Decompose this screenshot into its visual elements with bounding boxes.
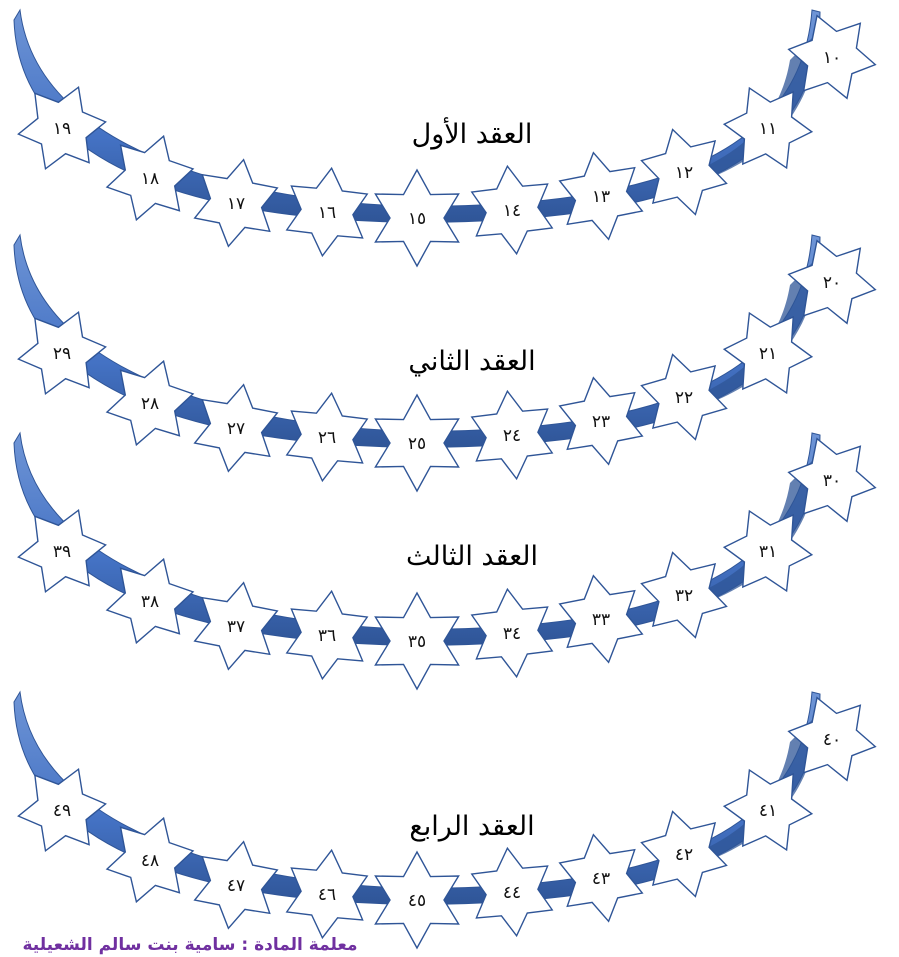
star-number-label: ٣٧ — [227, 617, 245, 637]
number-star: ٣٦ — [287, 591, 367, 679]
number-star: ٣٤ — [472, 589, 552, 677]
star-number-label: ٤٧ — [227, 876, 245, 896]
star-number-label: ١٢ — [675, 163, 693, 183]
number-star: ١٢ — [642, 130, 727, 215]
star-number-label: ٣١ — [759, 542, 777, 562]
star-number-label: ٢٣ — [592, 412, 610, 432]
star-number-label: ٤٥ — [408, 891, 426, 911]
star-number-label: ١٩ — [53, 119, 71, 139]
star-number-label: ١٠ — [823, 48, 841, 68]
star-number-label: ٢٠ — [823, 273, 841, 293]
number-star: ٤٣ — [560, 835, 643, 922]
star-number-label: ٤٨ — [141, 851, 159, 871]
number-star: ٣٢ — [642, 553, 727, 638]
star-number-label: ٤١ — [759, 801, 777, 821]
star-number-label: ٢١ — [759, 344, 777, 364]
star-number-label: ١١ — [759, 119, 777, 139]
number-star: ١٩ — [18, 87, 105, 169]
number-star: ٢٤ — [472, 391, 552, 479]
number-star: ١٣ — [560, 153, 643, 240]
decade-group-3: ٣٠ ٣١ ٣٢ ٣٣ ٣٤ ٣٥ ٣٦ ٣٧ ٣٨ ٣٩ العقد الثالث — [14, 433, 875, 689]
star-number-label: ١٦ — [318, 203, 336, 223]
star-number-label: ٢٨ — [141, 394, 159, 414]
star-number-label: ٣٥ — [408, 632, 426, 652]
number-star: ٤٦ — [287, 850, 367, 938]
star-number-label: ٤٦ — [318, 885, 336, 905]
star-number-label: ١٥ — [408, 209, 426, 229]
star-number-label: ٣٢ — [675, 586, 693, 606]
number-star: ٤٩ — [18, 769, 105, 851]
star-number-label: ٣٠ — [823, 471, 841, 491]
number-star: ٤٢ — [642, 812, 727, 897]
number-star: ٤٤ — [472, 848, 552, 936]
number-star: ١٧ — [195, 160, 278, 247]
star-number-label: ٤٩ — [53, 801, 71, 821]
number-star: ٣٧ — [195, 583, 278, 670]
star-number-label: ٣٤ — [503, 624, 521, 644]
star-number-label: ٢٢ — [675, 388, 693, 408]
footer-credit: معلمة المادة : سامية بنت سالم الشعيلية — [22, 935, 357, 955]
number-star: ٢٦ — [287, 393, 367, 481]
star-number-label: ٣٣ — [592, 610, 610, 630]
star-number-label: ٤٤ — [503, 883, 521, 903]
decade-label: العقد الرابع — [409, 811, 534, 842]
number-star: ١٤ — [472, 166, 552, 254]
decade-label: العقد الثالث — [406, 541, 538, 572]
decade-label: العقد الأول — [412, 117, 533, 150]
decade-group-1: ١٠ ١١ ١٢ ١٣ ١٤ ١٥ ١٦ ١٧ ١٨ ١٩ العقد الأول — [14, 10, 875, 266]
number-star: ٢٣ — [560, 378, 643, 465]
star-number-label: ١٤ — [503, 201, 521, 221]
star-number-label: ٢٧ — [227, 419, 245, 439]
number-star: ٣٩ — [18, 510, 105, 592]
number-star: ٢٩ — [18, 312, 105, 394]
star-number-label: ٢٦ — [318, 428, 336, 448]
star-number-label: ٤٠ — [823, 730, 841, 750]
number-star: ٤٧ — [195, 842, 278, 929]
number-star: ١٦ — [287, 168, 367, 256]
decade-label: العقد الثاني — [408, 346, 535, 377]
number-star: ٣٣ — [560, 576, 643, 663]
star-number-label: ٢٩ — [53, 344, 71, 364]
number-star: ٢٢ — [642, 355, 727, 440]
star-number-label: ٤٢ — [675, 845, 693, 865]
star-number-label: ١٣ — [592, 187, 610, 207]
star-number-label: ٢٤ — [503, 426, 521, 446]
star-number-label: ٤٣ — [592, 869, 610, 889]
star-number-label: ٣٦ — [318, 626, 336, 646]
star-number-label: ٣٨ — [141, 592, 159, 612]
star-number-label: ٢٥ — [408, 434, 426, 454]
star-number-label: ١٨ — [141, 169, 159, 189]
star-number-label: ١٧ — [227, 194, 245, 214]
decade-group-4: ٤٠ ٤١ ٤٢ ٤٣ ٤٤ ٤٥ ٤٦ ٤٧ ٤٨ ٤٩ العقد الرابع — [14, 692, 875, 948]
number-star: ٢٧ — [195, 385, 278, 472]
decade-group-2: ٢٠ ٢١ ٢٢ ٢٣ ٢٤ ٢٥ ٢٦ ٢٧ ٢٨ ٢٩ العقد الثاني — [14, 235, 875, 491]
star-number-label: ٣٩ — [53, 542, 71, 562]
